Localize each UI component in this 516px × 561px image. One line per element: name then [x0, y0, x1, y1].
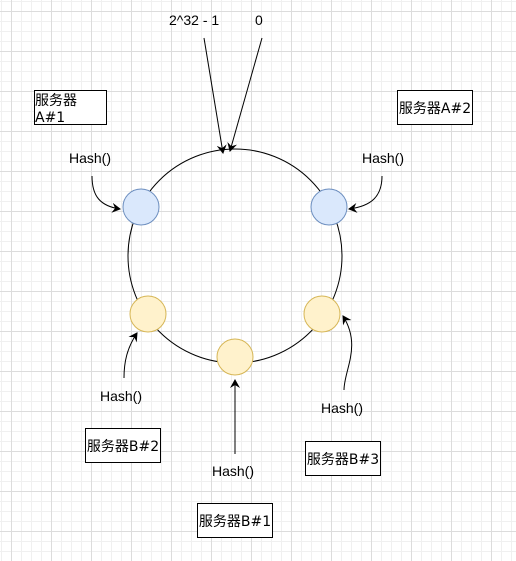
node-a1: [122, 188, 160, 226]
server-b2-box: 服务器B#2: [85, 428, 161, 463]
server-a2-box: 服务器A#2: [397, 90, 473, 125]
hash-arrow-b2: [123, 332, 138, 379]
hash-label-a1: Hash(): [69, 150, 112, 166]
node-b1: [216, 338, 254, 376]
ring-max-label: 2^32 - 1: [169, 12, 220, 28]
node-a2: [310, 188, 348, 226]
hash-arrow-a1: [91, 175, 121, 213]
server-b1-label: 服务器B#1: [198, 513, 272, 530]
server-b2-label: 服务器B#2: [86, 438, 160, 455]
server-b1-box: 服务器B#1: [197, 503, 273, 538]
node-b3: [303, 295, 341, 333]
hash-arrow-b3: [342, 315, 353, 391]
hash-ring: [127, 148, 343, 364]
server-a2-label: 服务器A#2: [398, 100, 472, 117]
server-a1-box: 服务器A#1: [34, 90, 107, 126]
server-b3-box: 服务器B#3: [305, 441, 381, 476]
hash-label-a2: Hash(): [362, 150, 405, 166]
hash-label-b1: Hash(): [212, 463, 255, 479]
ring-max-arrow: [203, 37, 227, 154]
server-a1-label: 服务器A#1: [35, 92, 77, 126]
ring-zero-arrow: [227, 37, 263, 152]
server-b3-label: 服务器B#3: [306, 451, 380, 468]
hash-label-b2: Hash(): [100, 388, 143, 404]
ring-zero-label: 0: [255, 12, 263, 28]
hash-label-b3: Hash(): [321, 400, 364, 416]
node-b2: [129, 295, 167, 333]
hash-arrow-a2: [348, 175, 383, 213]
